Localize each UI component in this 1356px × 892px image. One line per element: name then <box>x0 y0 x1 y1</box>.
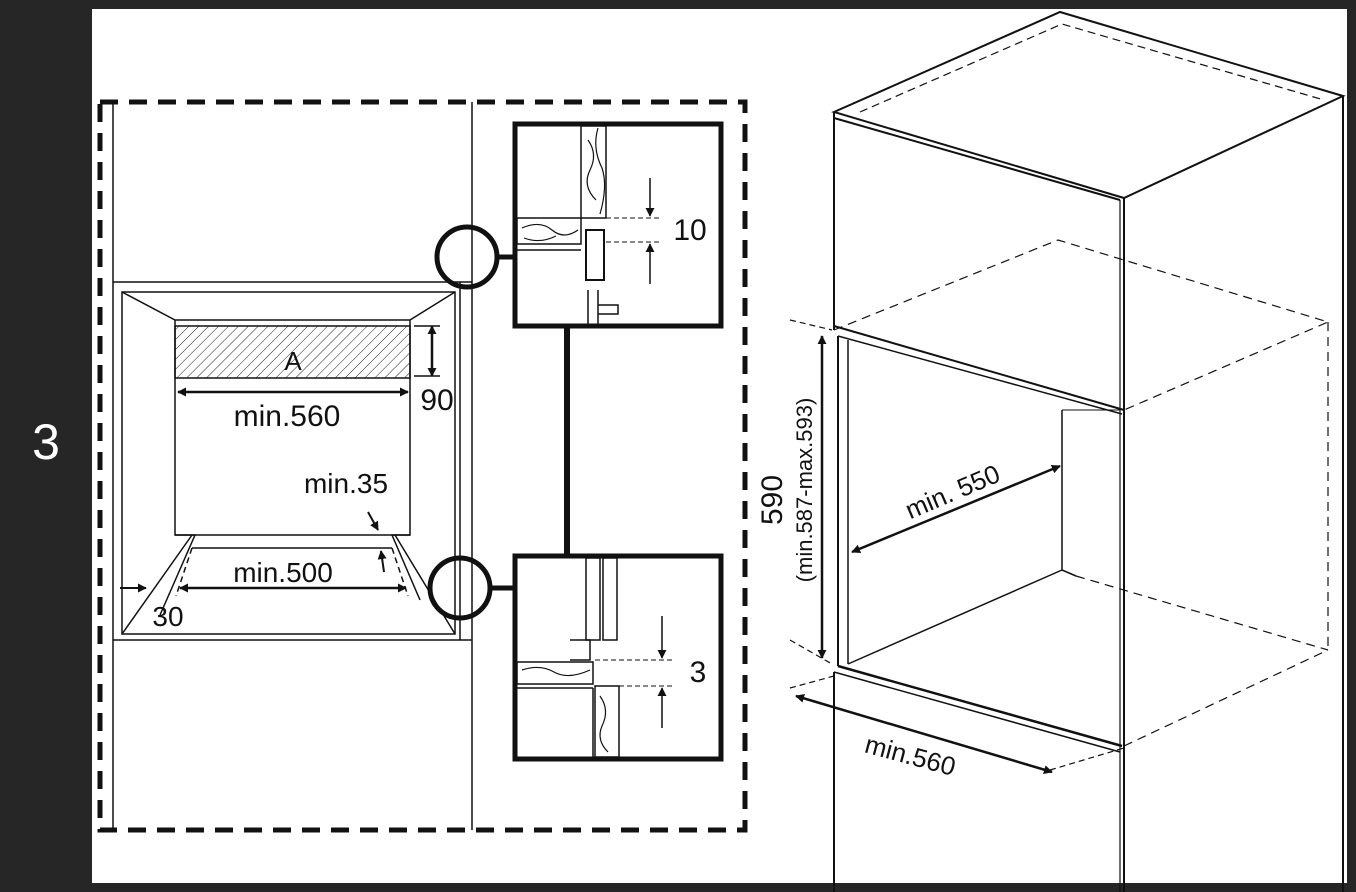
label-min35: min.35 <box>304 468 388 499</box>
detail-boundary <box>97 99 748 833</box>
cabinet-3d-view <box>789 10 1346 892</box>
diagram-frame <box>92 0 1356 892</box>
detail-callouts <box>427 121 724 762</box>
label-90: 90 <box>420 384 453 417</box>
label-min500: min.500 <box>233 557 333 588</box>
label-min560-bottom: min.560 <box>862 729 959 782</box>
label-gap10: 10 <box>673 214 706 247</box>
label-gap3: 3 <box>690 656 707 689</box>
detail-top <box>512 121 724 329</box>
label-a: A <box>284 346 302 376</box>
label-30: 30 <box>152 601 183 632</box>
callout-circle-top <box>434 224 500 290</box>
label-590-range: (min.587-max.593) <box>792 398 817 583</box>
detail-bottom <box>512 553 724 762</box>
label-590: 590 <box>756 475 789 525</box>
step-number: 3 <box>32 414 60 470</box>
label-min550: min. 550 <box>901 458 1005 525</box>
step-sidebar: 3 <box>0 0 92 892</box>
label-min560-top: min.560 <box>234 400 341 433</box>
front-view <box>97 99 748 833</box>
zone-a <box>174 325 411 379</box>
dimension-labels: A min.560 90 min.35 min.500 30 10 3 min.… <box>152 214 1004 782</box>
